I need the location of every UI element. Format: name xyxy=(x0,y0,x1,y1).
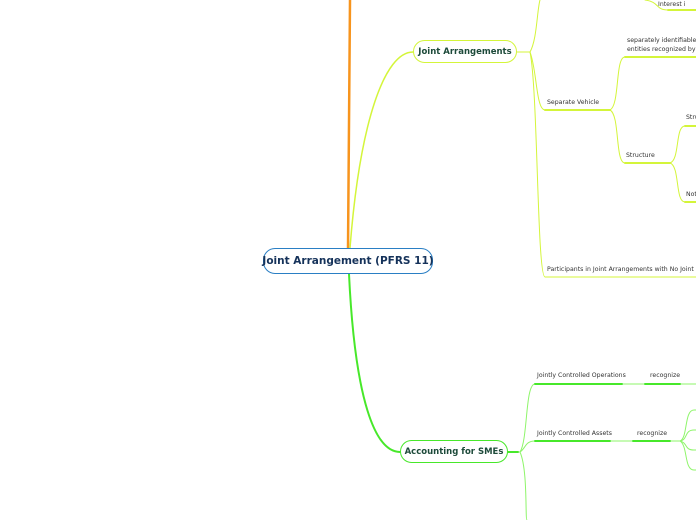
root-node[interactable]: Joint Arrangement (PFRS 11) xyxy=(262,248,434,274)
accounting-smes-label: Accounting for SMEs xyxy=(404,446,504,457)
definition-line-1[interactable]: separately identifiable fi xyxy=(627,37,696,44)
participants-node[interactable]: Participants in Joint Arrangements with … xyxy=(547,266,696,273)
jointly-controlled-operations-node[interactable]: Jointly Controlled Operations xyxy=(537,372,626,379)
separate-vehicle-node[interactable]: Separate Vehicle xyxy=(547,99,600,106)
root-to-joint-arrangements xyxy=(349,51,414,249)
root-label: Joint Arrangement (PFRS 11) xyxy=(262,255,434,267)
joint-arrangements-label: Joint Arrangements xyxy=(418,46,512,57)
assets-recognize-node[interactable]: recognize xyxy=(637,430,668,437)
jointly-controlled-assets-node[interactable]: Jointly Controlled Assets xyxy=(537,430,612,437)
definition-line-2[interactable]: entities recognized by a s xyxy=(627,46,696,53)
structure-child-1[interactable]: Stru xyxy=(686,114,696,121)
operations-recognize-node[interactable]: recognize xyxy=(650,372,681,379)
root-to-smes xyxy=(348,273,401,453)
structure-child-2[interactable]: Not xyxy=(686,191,696,198)
accounting-smes-node[interactable]: Accounting for SMEs xyxy=(400,440,508,463)
joint-arrangements-node[interactable]: Joint Arrangements xyxy=(413,40,517,63)
interest-node[interactable]: Interest i xyxy=(658,1,686,8)
structure-node[interactable]: Structure xyxy=(626,152,655,159)
orange-branch-line xyxy=(346,0,352,250)
